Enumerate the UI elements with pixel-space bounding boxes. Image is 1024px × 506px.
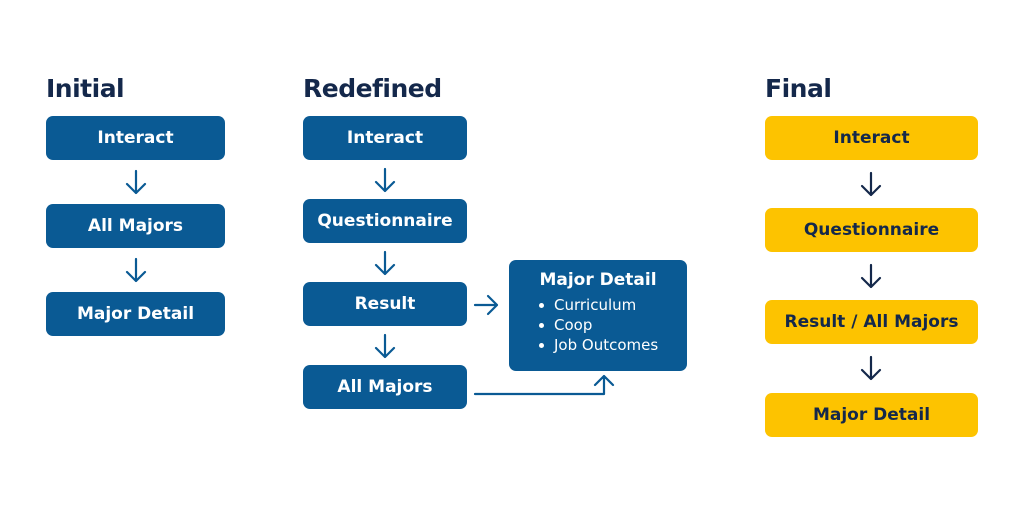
bullet-icon [539, 342, 544, 348]
redefined-result-box: Result [303, 282, 467, 326]
final-result-all-majors-box: Result / All Majors [765, 300, 978, 344]
redefined-questionnaire-box: Questionnaire [303, 199, 467, 243]
final-title: Final [765, 74, 832, 103]
down-arrow-icon [125, 257, 147, 283]
down-arrow-icon [860, 171, 882, 197]
redefined-title: Redefined [303, 74, 442, 103]
down-arrow-icon [374, 250, 396, 276]
redefined-all-majors-box: All Majors [303, 365, 467, 409]
list-item: Job Outcomes [539, 335, 687, 355]
initial-title: Initial [46, 74, 125, 103]
initial-major-detail-box: Major Detail [46, 292, 225, 336]
major-detail-title: Major Detail [539, 270, 657, 290]
final-questionnaire-box: Questionnaire [765, 208, 978, 252]
down-arrow-icon [374, 167, 396, 193]
redefined-major-detail-box: Major Detail Curriculum Coop Job Outcome… [509, 260, 687, 371]
initial-all-majors-box: All Majors [46, 204, 225, 248]
initial-interact-box: Interact [46, 116, 225, 160]
connector-arrow-icon [473, 374, 615, 396]
final-interact-box: Interact [765, 116, 978, 160]
redefined-interact-box: Interact [303, 116, 467, 160]
down-arrow-icon [374, 333, 396, 359]
down-arrow-icon [125, 169, 147, 195]
down-arrow-icon [860, 355, 882, 381]
list-item-label: Job Outcomes [554, 336, 659, 354]
major-detail-list: Curriculum Coop Job Outcomes [509, 295, 687, 355]
list-item: Coop [539, 315, 687, 335]
list-item-label: Curriculum [554, 296, 637, 314]
down-arrow-icon [860, 263, 882, 289]
list-item: Curriculum [539, 295, 687, 315]
bullet-icon [539, 322, 544, 328]
final-major-detail-box: Major Detail [765, 393, 978, 437]
right-arrow-icon [473, 294, 499, 316]
list-item-label: Coop [554, 316, 593, 334]
bullet-icon [539, 302, 544, 308]
